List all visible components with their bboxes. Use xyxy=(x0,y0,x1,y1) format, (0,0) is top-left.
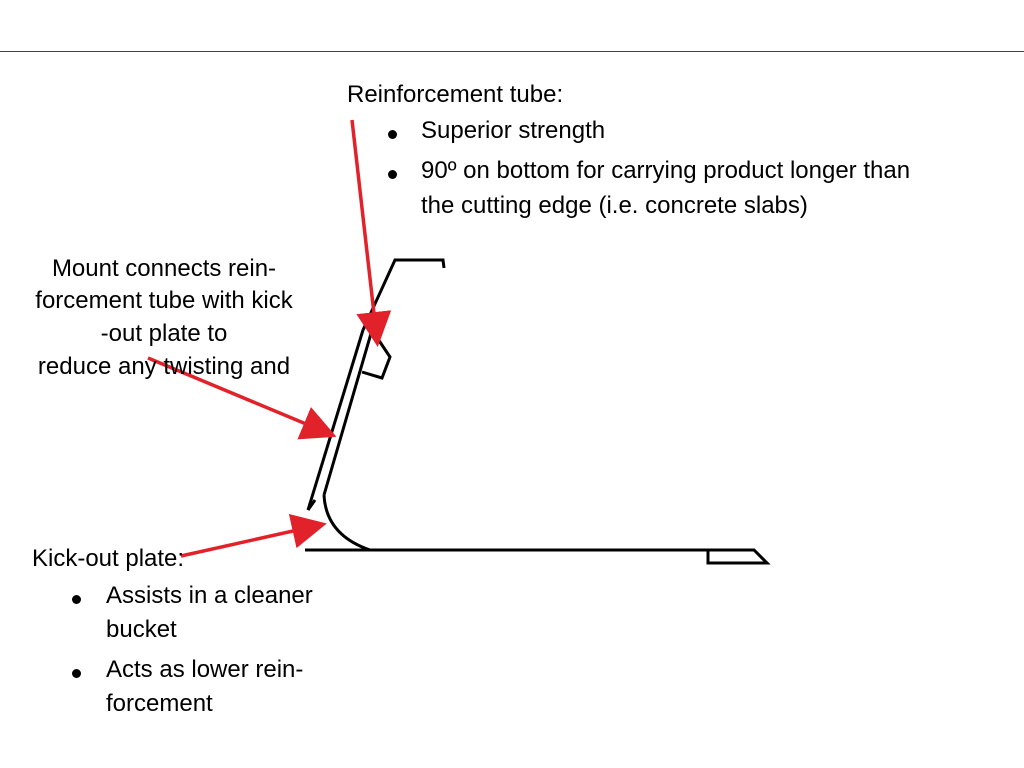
callout-arrows xyxy=(147,119,392,558)
tube-bullet2-line1: 90º on bottom for carrying product longe… xyxy=(421,157,911,184)
bullet-dot xyxy=(388,130,397,139)
bullet-dot xyxy=(72,669,81,678)
kickout-bullet2-line1: Acts as lower rein- xyxy=(106,656,304,683)
header-divider xyxy=(0,51,1024,52)
kickout-curve xyxy=(322,494,371,552)
mount-arrow xyxy=(147,356,337,440)
back-plate-inner xyxy=(322,329,374,496)
kickout-bullet2-line2: forcement xyxy=(106,690,213,717)
kickout-bullet1-line1: Assists in a cleaner xyxy=(106,582,313,609)
bullet-dot xyxy=(72,595,81,604)
mount-line3: -out plate to xyxy=(100,320,228,347)
kickout-bullet1-line2: bucket xyxy=(106,616,177,643)
top-lip xyxy=(361,258,446,331)
mount-line2: forcement tube with kick xyxy=(35,287,293,314)
back-plate-bottom xyxy=(306,499,317,511)
mount-line1: Mount connects rein- xyxy=(51,255,277,282)
tube-arrow xyxy=(350,119,392,347)
tube-bullet2-line2: the cutting edge (i.e. concrete slabs) xyxy=(421,192,808,219)
tube-bullet1-text: Superior strength xyxy=(421,117,606,144)
tube-heading: Reinforcement tube: xyxy=(347,81,564,108)
kickout-arrow xyxy=(180,514,327,558)
mount-line4: reduce any twisting and xyxy=(37,353,291,380)
bullet-dot xyxy=(388,170,397,179)
kickout-heading: Kick-out plate: xyxy=(32,545,185,572)
cutting-edge xyxy=(706,548,771,565)
